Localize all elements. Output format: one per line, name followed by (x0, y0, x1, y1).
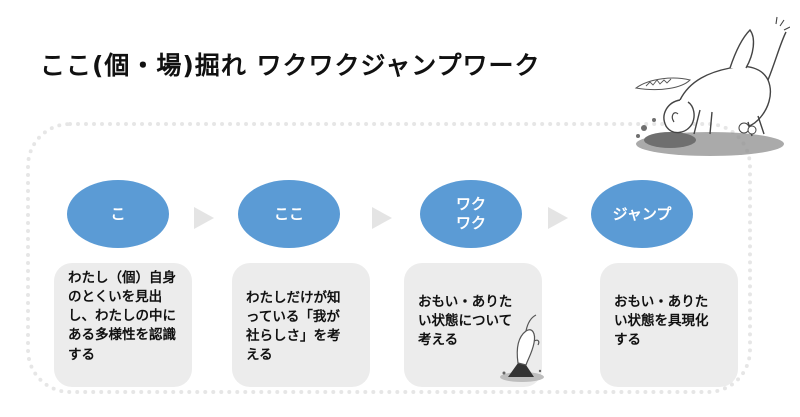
digging-dog-illustration (634, 16, 790, 156)
step-2-label: ここ (273, 204, 304, 223)
arrow-right-icon (548, 207, 568, 229)
step-4-description-text: おもい・ありたい状態を具現化する (614, 294, 709, 349)
step-4-label: ジャンプ (612, 204, 672, 223)
page-title: ここ(個・場)掘れ ワクワクジャンプワーク (40, 51, 541, 80)
step-1-label: こ (110, 204, 126, 223)
step-3-card: おもい・ありたい状態について考える (404, 263, 544, 387)
dog-in-hole-illustration (500, 314, 544, 382)
step-2-description: わたしだけが知っている「我が社らしさ」を考える (246, 289, 344, 366)
step-4-description: おもい・ありたい状態を具現化する (614, 293, 712, 350)
dotted-frame (26, 122, 752, 394)
step-1-oval: こ (67, 180, 169, 248)
step-2-card: わたしだけが知っている「我が社らしさ」を考える (232, 263, 370, 387)
step-3-description: おもい・ありたい状態について考える (418, 293, 516, 350)
step-1-card: わたし（個）自身のとくいを見出し、わたしの中にある多様性を認識する (54, 263, 192, 387)
step-2-oval: ここ (238, 180, 340, 248)
arrow-right-icon (194, 207, 214, 229)
step-1-description: わたし（個）自身のとくいを見出し、わたしの中にある多様性を認識する (68, 269, 180, 365)
step-1-description-text: わたし（個）自身のとくいを見出し、わたしの中にある多様性を認識する (68, 270, 176, 363)
step-4-oval: ジャンプ (591, 180, 693, 248)
step-4-card: おもい・ありたい状態を具現化する (600, 263, 738, 387)
step-2-description-text: わたしだけが知っている「我が社らしさ」を考える (246, 290, 341, 364)
step-3-oval: ワク ワク (420, 180, 522, 248)
step-3-description-text: おもい・ありたい状態について考える (418, 294, 513, 349)
arrow-right-icon (372, 207, 392, 229)
step-3-label: ワク ワク (455, 195, 486, 232)
